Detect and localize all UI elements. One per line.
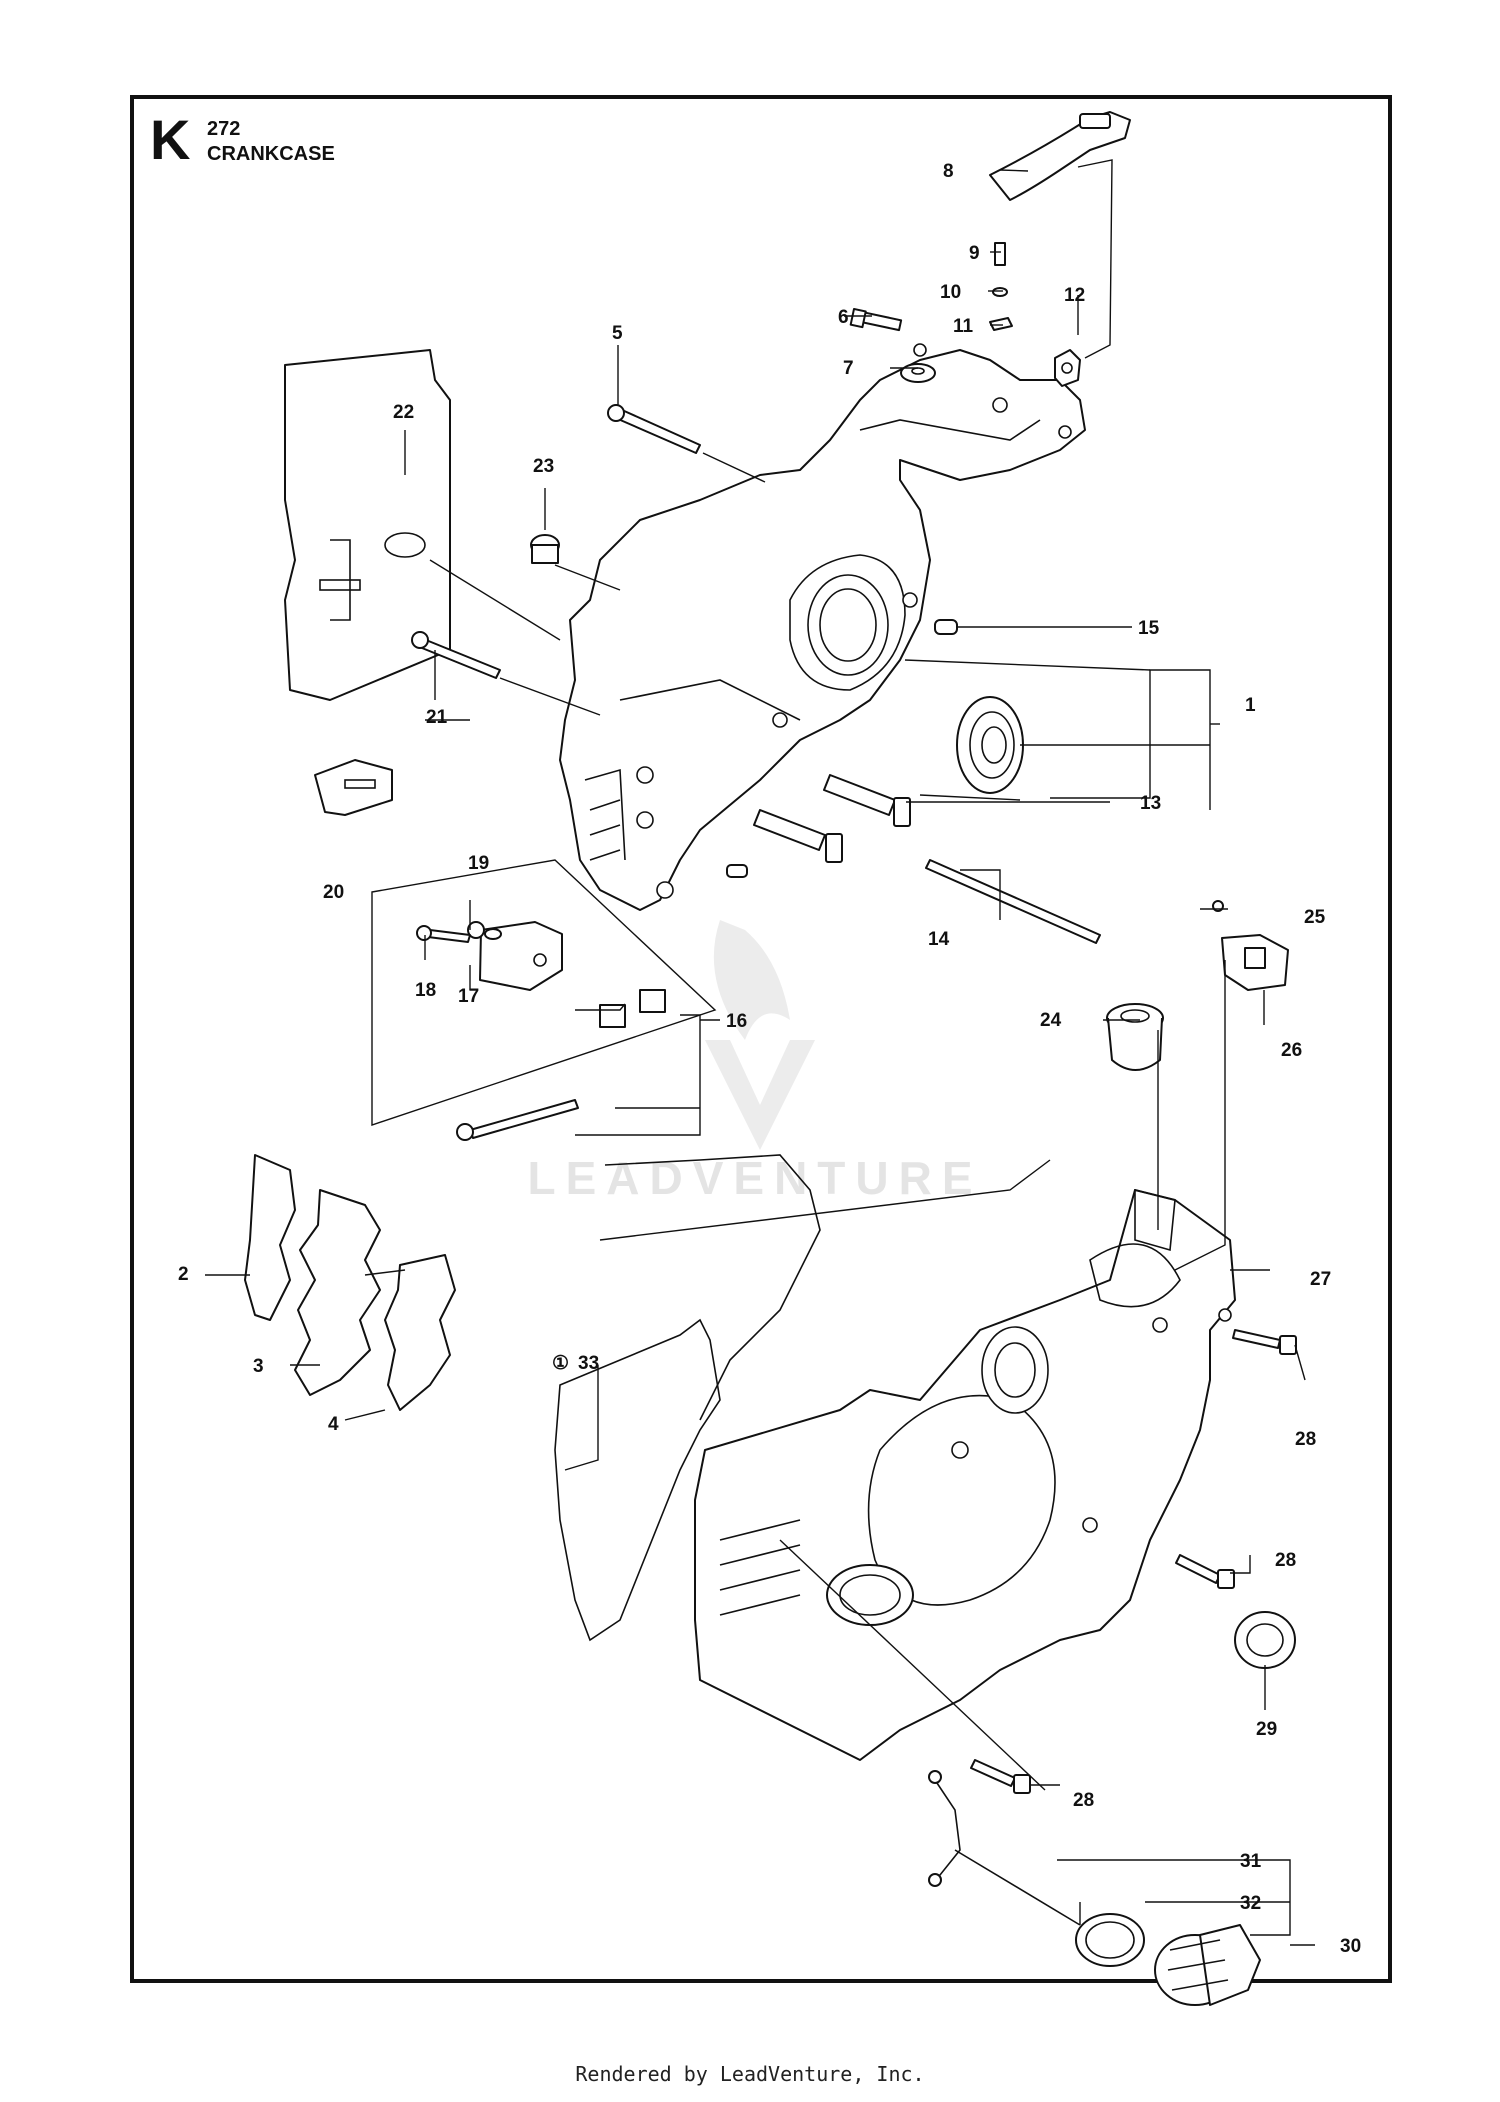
seal-part-29	[1234, 1611, 1296, 1669]
footer-credit: Rendered by LeadVenture, Inc.	[575, 2062, 925, 2086]
watermark-text: LEADVENTURE	[527, 1152, 982, 1204]
callout-4: 4	[328, 1414, 339, 1435]
callout-labels: 1 2 3 4 5 6 7 8 9 10 11 12 13 14 15 16 1…	[178, 161, 1361, 1957]
callout-5: 5	[612, 323, 623, 344]
boot-part-24	[1106, 1003, 1164, 1071]
callout-7: 7	[843, 358, 854, 379]
callout-16: 16	[726, 1011, 747, 1032]
callout-28-c: 28	[1073, 1790, 1094, 1811]
bolt-pair-13	[726, 774, 911, 878]
callout-19: 19	[468, 853, 489, 874]
callout-11: 11	[953, 316, 974, 337]
tensioner-group-box	[371, 859, 717, 1141]
callout-17: 17	[458, 986, 479, 1007]
callout-23: 23	[533, 456, 554, 477]
rod-part-14	[925, 859, 1101, 944]
callout-3: 3	[253, 1356, 264, 1377]
crankcase-upper-half	[559, 343, 1086, 911]
callout-10: 10	[940, 282, 961, 303]
callout-2: 2	[178, 1264, 189, 1285]
callout-28-a: 28	[1295, 1429, 1316, 1450]
callout-25: 25	[1304, 907, 1326, 928]
section-name: CRANKCASE	[207, 143, 335, 165]
grommet-part-7	[900, 363, 936, 383]
cover-plates-2-3-4	[244, 1154, 456, 1411]
callout-28-b: 28	[1275, 1550, 1296, 1571]
callout-31: 31	[1240, 1851, 1262, 1872]
callout-6: 6	[838, 307, 849, 328]
screw-part-6	[849, 308, 903, 332]
callout-13: 13	[1140, 793, 1161, 814]
small-hardware-9-10-11	[989, 242, 1013, 331]
watermark: LEADVENTURE	[527, 920, 982, 1204]
switch-part-25-26	[1212, 900, 1289, 991]
model-number: 272	[207, 118, 241, 140]
callout-9: 9	[969, 243, 980, 264]
bushing-part-12	[1054, 349, 1081, 387]
handle-bracket-part-8	[989, 111, 1131, 201]
callout-32: 32	[1240, 1893, 1261, 1914]
oil-cap-assembly-30-32	[928, 1770, 1261, 2006]
callout-27: 27	[1310, 1269, 1331, 1290]
callout-1: 1	[1245, 695, 1256, 716]
callout-26: 26	[1281, 1040, 1302, 1061]
callout-21: 21	[426, 707, 448, 728]
section-letter: K	[150, 108, 191, 171]
callout-20: 20	[323, 882, 344, 903]
screw-part-28	[970, 1329, 1297, 1794]
callout-24: 24	[1040, 1010, 1062, 1031]
clip-part-20	[314, 759, 393, 816]
callout-33: 33	[578, 1353, 599, 1374]
callout-22: 22	[393, 402, 414, 423]
callout-8: 8	[943, 161, 954, 182]
callout-18: 18	[415, 980, 436, 1001]
bolt-part-21	[411, 631, 501, 679]
callout-15: 15	[1138, 618, 1160, 639]
callout-29: 29	[1256, 1719, 1277, 1740]
gasket-part-33	[554, 1154, 821, 1642]
callout-30: 30	[1340, 1936, 1361, 1957]
callout-12: 12	[1064, 285, 1085, 306]
bar-plate-part-22	[284, 349, 451, 701]
bushing-part-23	[530, 534, 560, 564]
leader-lines	[205, 159, 1315, 1946]
note-marker: ①	[552, 1353, 569, 1374]
bolt-part-5	[607, 404, 701, 454]
crankcase-lower-half-part-27	[694, 1188, 1236, 1761]
callout-14: 14	[928, 929, 950, 950]
bearing-part-13	[956, 696, 1024, 794]
pin-part-15	[934, 619, 958, 635]
